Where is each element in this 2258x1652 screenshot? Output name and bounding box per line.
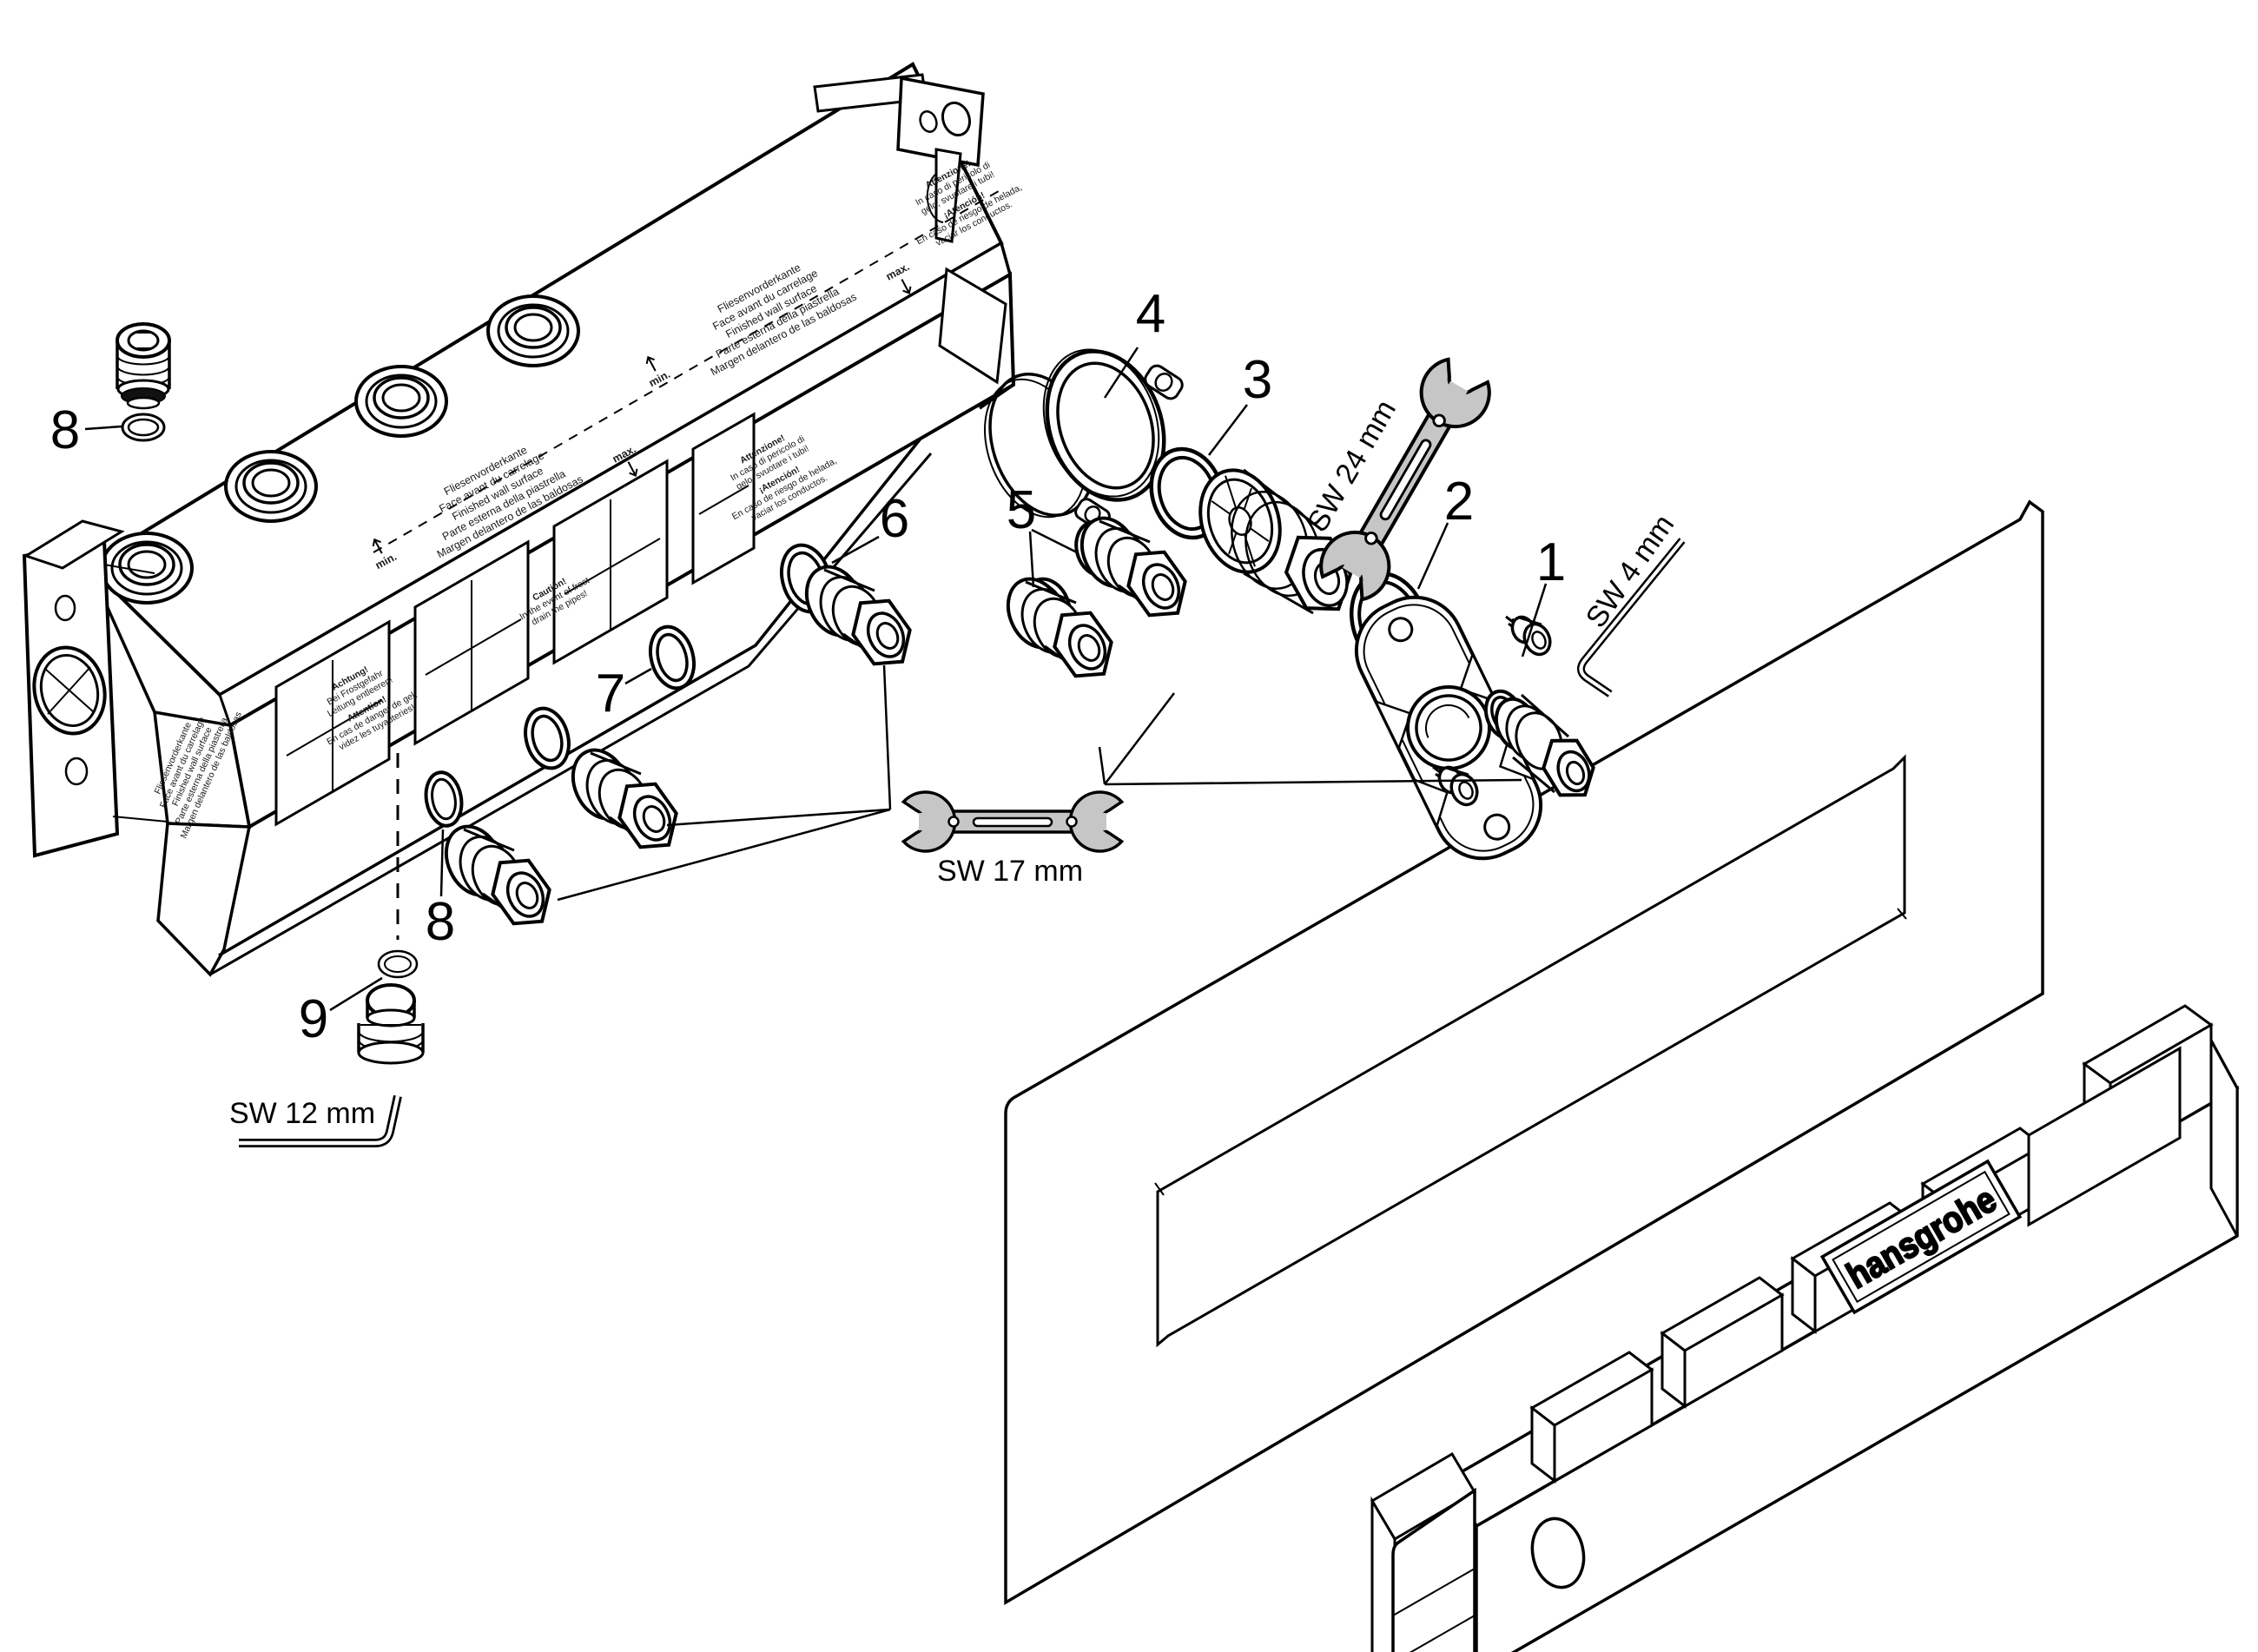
callout-8-bottom: 8 bbox=[426, 892, 455, 952]
port-boss-4 bbox=[486, 294, 580, 367]
body-right-end-opening bbox=[938, 267, 1007, 385]
callout-1: 1 bbox=[1536, 532, 1566, 592]
clamp-ring-part-4 bbox=[984, 348, 1184, 531]
mounting-flange-plate bbox=[1354, 595, 1543, 861]
port-boss-1 bbox=[100, 532, 194, 605]
hex-plug-1 bbox=[794, 556, 922, 677]
o-ring-7a bbox=[649, 624, 696, 691]
valve-body bbox=[22, 62, 1016, 977]
plug-part-8-top bbox=[116, 322, 171, 410]
hex-plug-2 bbox=[560, 739, 689, 861]
body-truss bbox=[209, 412, 933, 976]
callout-7: 7 bbox=[596, 664, 625, 724]
callout-8-top: 8 bbox=[50, 400, 80, 460]
o-ring-8-bottom bbox=[424, 770, 464, 828]
callout-5: 5 bbox=[1007, 480, 1036, 540]
plug-part-9 bbox=[357, 983, 425, 1065]
outlet-fitting bbox=[1489, 693, 1601, 805]
leader-lines bbox=[84, 347, 1548, 1012]
o-ring-9-seat bbox=[377, 949, 419, 979]
sw4-label: SW 4 mm bbox=[1580, 509, 1681, 634]
port-boss-3 bbox=[354, 365, 448, 438]
callout-2: 2 bbox=[1444, 472, 1474, 532]
protection-cover-rail: hansgrohe bbox=[1370, 1004, 2240, 1652]
callout-9: 9 bbox=[299, 989, 328, 1049]
callout-6: 6 bbox=[880, 489, 909, 549]
wrench-sw17-icon bbox=[901, 790, 1124, 853]
sw12-label: SW 12 mm bbox=[229, 1097, 375, 1130]
port-boss-2 bbox=[224, 450, 318, 523]
wall-opening bbox=[1156, 754, 1906, 1348]
allen-key-sw4-icon bbox=[1577, 538, 1686, 697]
wall-panel bbox=[1004, 499, 2044, 1606]
allen-key-sw12-icon bbox=[239, 1094, 402, 1147]
rail-end-cap bbox=[1370, 1451, 1477, 1652]
rail-round-hole bbox=[1530, 1517, 1586, 1589]
screw-part-1a bbox=[1504, 611, 1556, 660]
o-ring-7b bbox=[524, 706, 571, 770]
right-mounting-bracket bbox=[813, 73, 985, 243]
left-flange bbox=[22, 519, 168, 858]
callout-3: 3 bbox=[1243, 350, 1272, 410]
o-ring-8-top bbox=[121, 413, 166, 442]
rail-cutout bbox=[2027, 1046, 2182, 1227]
sw17-label: SW 17 mm bbox=[937, 855, 1083, 888]
callout-4: 4 bbox=[1136, 284, 1165, 344]
